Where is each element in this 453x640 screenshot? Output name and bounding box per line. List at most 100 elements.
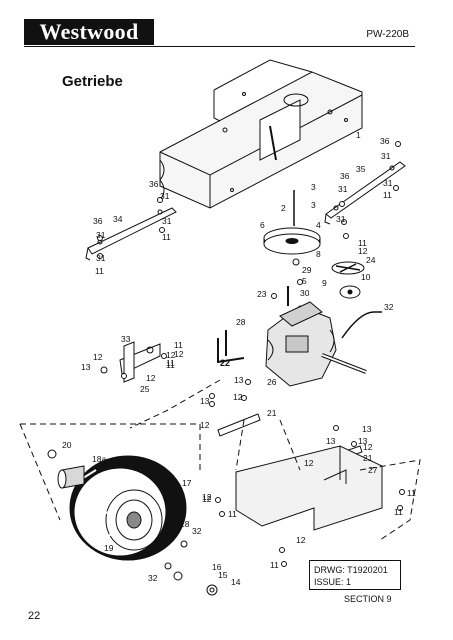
control-rod bbox=[341, 311, 382, 339]
callout: 19 bbox=[104, 543, 114, 553]
callout: 2 bbox=[281, 203, 286, 213]
callout: 35 bbox=[356, 164, 366, 174]
callout: 32 bbox=[148, 573, 158, 583]
callout: 32 bbox=[192, 526, 202, 536]
callout: 31 bbox=[336, 214, 346, 224]
bracket-21-left bbox=[217, 413, 261, 437]
callout: 3 bbox=[311, 182, 316, 192]
callout: 36 bbox=[340, 171, 350, 181]
wheel-hub bbox=[57, 465, 85, 489]
rear-wheel bbox=[69, 455, 187, 561]
callout: 27 bbox=[368, 465, 378, 475]
pulley bbox=[263, 227, 321, 255]
callout: 36 bbox=[93, 216, 103, 226]
callout: 31 bbox=[96, 253, 106, 263]
bracket bbox=[217, 330, 245, 364]
callout: 12 bbox=[296, 535, 306, 545]
callout: 5 bbox=[302, 276, 307, 286]
issue-number: ISSUE: 1 bbox=[314, 577, 352, 587]
lower-plate bbox=[235, 445, 383, 531]
callout: 1 bbox=[356, 130, 361, 140]
callout: 26 bbox=[267, 377, 277, 387]
callout: 36 bbox=[149, 179, 159, 189]
callout: 17 bbox=[182, 478, 192, 488]
callout: 4 bbox=[316, 220, 321, 230]
left-rail bbox=[85, 207, 177, 261]
callout: 13 bbox=[326, 436, 336, 446]
right-rail bbox=[324, 161, 406, 225]
callout: 16 bbox=[212, 562, 222, 572]
callout: 12 bbox=[358, 246, 368, 256]
callout: 18a bbox=[92, 454, 106, 464]
callout: 11 bbox=[358, 238, 367, 248]
transmission bbox=[265, 286, 367, 387]
callout: 11 bbox=[166, 360, 175, 370]
callout: 11 bbox=[270, 560, 279, 570]
drawing-info-box: DRWG: T1920201 ISSUE: 1 bbox=[309, 560, 401, 590]
callout: 23 bbox=[257, 289, 267, 299]
callout: 36 bbox=[380, 136, 390, 146]
callout: 6 bbox=[260, 220, 265, 230]
callout-labels: 1 36 31 31 11 35 36 31 3 2 3 6 4 31 11 1… bbox=[62, 130, 416, 587]
callout: 28 bbox=[236, 317, 246, 327]
callout: 12 bbox=[233, 392, 243, 402]
callout: 10 bbox=[361, 272, 371, 282]
chassis-frame bbox=[159, 59, 363, 209]
callout: 31 bbox=[381, 151, 391, 161]
callout: 18 bbox=[180, 519, 190, 529]
callout: 34 bbox=[113, 214, 123, 224]
callout: 12 bbox=[166, 350, 176, 360]
callout: 21 bbox=[267, 408, 277, 418]
callout: 13 bbox=[234, 375, 244, 385]
callout: 12 bbox=[202, 494, 212, 504]
callout: 11 bbox=[383, 190, 392, 200]
callout: 11 bbox=[394, 507, 403, 517]
callout: 13 bbox=[81, 362, 91, 372]
callout: 29 bbox=[302, 265, 312, 275]
fasteners bbox=[47, 141, 405, 596]
callout: 12 bbox=[93, 352, 103, 362]
callout: 25 bbox=[140, 384, 150, 394]
callout: 12 bbox=[200, 420, 210, 430]
callout: 3 bbox=[311, 200, 316, 210]
callout: 22 bbox=[220, 358, 230, 368]
page-title: Getriebe bbox=[62, 73, 123, 90]
callout: 31 bbox=[96, 230, 106, 240]
callout: 20 bbox=[62, 440, 72, 450]
callout: 11 bbox=[166, 358, 175, 368]
callout: 30 bbox=[300, 288, 310, 298]
callout: 11 bbox=[228, 509, 237, 519]
callout: 13 bbox=[362, 424, 372, 434]
callout: 24 bbox=[366, 255, 376, 265]
callout: 13 bbox=[358, 436, 368, 446]
callout: 31 bbox=[162, 216, 172, 226]
callout: 11 bbox=[162, 232, 171, 242]
callout: 31 bbox=[383, 178, 393, 188]
callout: 31 bbox=[338, 184, 348, 194]
callout: 32 bbox=[384, 302, 394, 312]
callout: 11 bbox=[174, 340, 183, 350]
callout: 11 bbox=[95, 266, 104, 276]
left-bracket bbox=[119, 341, 161, 383]
callout: 9 bbox=[322, 278, 327, 288]
callout: 13 bbox=[200, 396, 210, 406]
drawing-number: DRWG: T1920201 bbox=[314, 565, 388, 575]
callout: 12 bbox=[304, 458, 314, 468]
callout: 12 bbox=[202, 492, 212, 502]
model-number: PW-220B bbox=[366, 29, 409, 40]
brand-logo: Westwood bbox=[24, 19, 154, 45]
callout: 12 bbox=[146, 373, 156, 383]
callout: 11 bbox=[407, 488, 416, 498]
callout: 33 bbox=[121, 334, 131, 344]
callout: 12 bbox=[363, 442, 373, 452]
cooling-fan bbox=[331, 261, 365, 299]
callout: 15 bbox=[218, 570, 228, 580]
callout: 21 bbox=[363, 453, 373, 463]
page-number: 22 bbox=[28, 610, 41, 622]
callout: 12 bbox=[174, 349, 184, 359]
section-label: SECTION 9 bbox=[344, 594, 392, 604]
callout: 8 bbox=[316, 249, 321, 259]
callout: 31 bbox=[160, 191, 170, 201]
header-rule bbox=[24, 46, 415, 47]
